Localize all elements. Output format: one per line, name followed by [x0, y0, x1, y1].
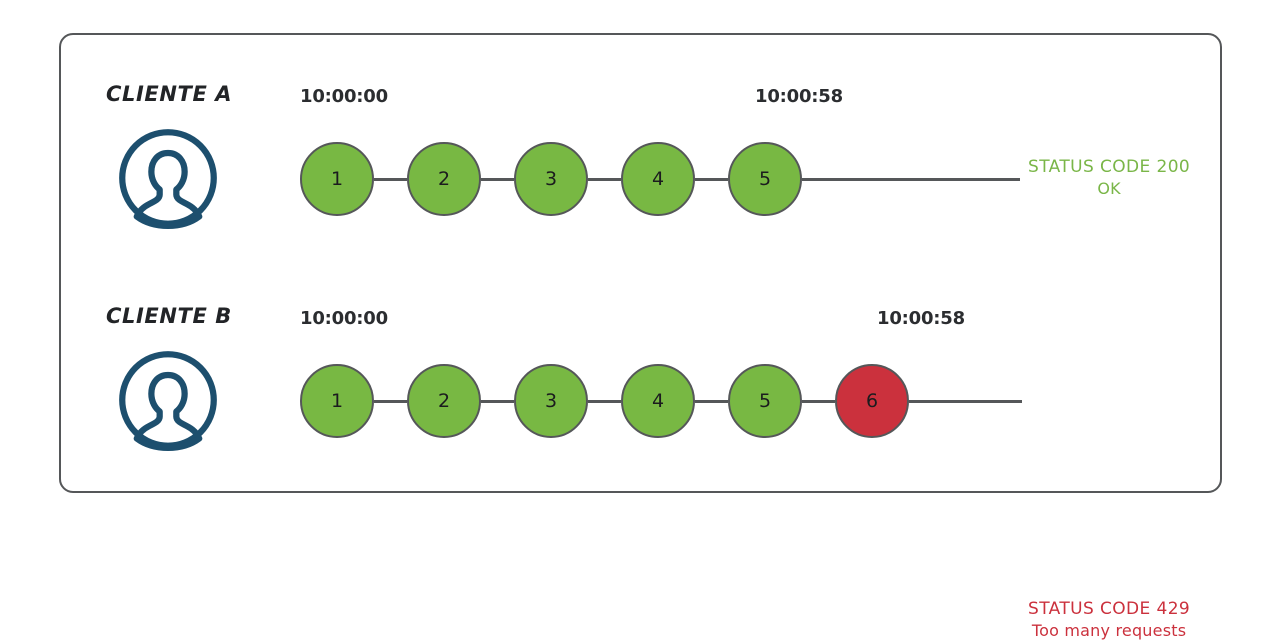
- row-a-status-badge: STATUS CODE 200 OK: [1028, 157, 1190, 199]
- row-a-link-2-3: [481, 178, 514, 181]
- row-b-node-4[interactable]: 4: [621, 364, 695, 438]
- row-b-end-timestamp: 10:00:58: [877, 308, 965, 329]
- row-a-node-1-label: 1: [330, 168, 344, 190]
- row-a-end-timestamp: 10:00:58: [755, 86, 843, 107]
- row-b-link-2-3: [481, 400, 514, 403]
- row-b-link-4-5: [695, 400, 728, 403]
- row-b-status-code: STATUS CODE 429: [1028, 599, 1191, 619]
- row-b-node-4-label: 4: [651, 390, 665, 412]
- row-b-node-1-label: 1: [330, 390, 344, 412]
- row-b-status-message: Too many requests: [1031, 620, 1187, 640]
- row-a-link-4-5: [695, 178, 728, 181]
- row-a-status-code: STATUS CODE 200: [1028, 157, 1191, 177]
- row-b-node-6[interactable]: 6: [835, 364, 909, 438]
- row-b-node-5[interactable]: 5: [728, 364, 802, 438]
- row-a-node-1[interactable]: 1: [300, 142, 374, 216]
- row-b-link-1-2: [374, 400, 407, 403]
- row-a-status-message: OK: [1097, 178, 1121, 198]
- user-avatar-icon: [116, 348, 220, 452]
- row-a-node-4-label: 4: [651, 168, 665, 190]
- row-a-start-timestamp: 10:00:00: [300, 86, 388, 107]
- row-b-node-6-label: 6: [865, 390, 879, 412]
- row-a-node-2-label: 2: [437, 168, 451, 190]
- row-a-node-5[interactable]: 5: [728, 142, 802, 216]
- client-b-label: CLIENTE B: [106, 304, 232, 328]
- row-a-node-5-label: 5: [758, 168, 772, 190]
- row-b-start-timestamp: 10:00:00: [300, 308, 388, 329]
- row-b-node-5-label: 5: [758, 390, 772, 412]
- row-a-node-3[interactable]: 3: [514, 142, 588, 216]
- row-a-link-1-2: [374, 178, 407, 181]
- row-b-node-3[interactable]: 3: [514, 364, 588, 438]
- row-b-node-2[interactable]: 2: [407, 364, 481, 438]
- row-a-node-2[interactable]: 2: [407, 142, 481, 216]
- row-a-node-4[interactable]: 4: [621, 142, 695, 216]
- row-a-link-to-status: [802, 178, 1020, 181]
- row-b-node-1[interactable]: 1: [300, 364, 374, 438]
- row-b-link-to-status: [909, 400, 1022, 403]
- client-a-label: CLIENTE A: [106, 82, 233, 106]
- row-b-node-3-label: 3: [544, 390, 558, 412]
- diagram-canvas: CLIENTE A 10:00:00 10:00:58 1 2: [59, 33, 1222, 640]
- row-a-link-3-4: [588, 178, 621, 181]
- row-b-status-badge: STATUS CODE 429 Too many requests: [1028, 599, 1190, 641]
- row-b-node-2-label: 2: [437, 390, 451, 412]
- row-a-node-3-label: 3: [544, 168, 558, 190]
- row-b-link-3-4: [588, 400, 621, 403]
- user-avatar-icon: [116, 126, 220, 230]
- row-b-link-5-6: [802, 400, 835, 403]
